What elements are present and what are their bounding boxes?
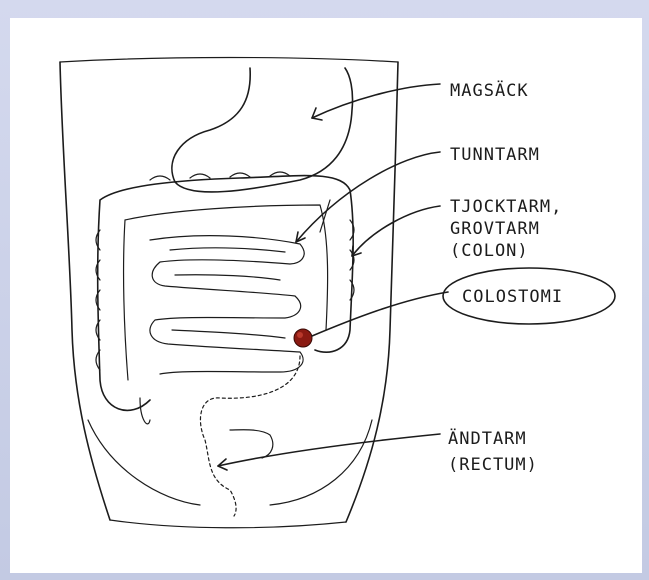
arrow-rectum [218, 434, 440, 466]
label-stomach: MAGSÄCK [450, 80, 529, 101]
pelvis-bottom [110, 520, 346, 528]
label-small-intestine: TUNNTARM [450, 145, 540, 165]
label-large-intestine-2: GROVTARM [450, 219, 540, 239]
hip-right [270, 420, 372, 505]
hip-left [88, 420, 200, 505]
arrow-small-intestine [296, 152, 440, 242]
label-rectum-1: ÄNDTARM [448, 428, 527, 449]
rectum-outline [230, 430, 273, 458]
arrow-colon [352, 206, 440, 256]
colostomy-stoma [294, 329, 312, 347]
stomach-shape [172, 68, 353, 192]
body-outline-left [60, 62, 110, 520]
label-large-intestine-3: (COLON) [450, 241, 529, 261]
small-intestine-loops [150, 236, 304, 374]
sigmoid-dashed [200, 356, 300, 516]
arrow-stomach [312, 84, 440, 118]
label-colostomy: COLOSTOMI [462, 287, 563, 307]
label-rectum-2: (RECTUM) [448, 455, 538, 475]
colon-inner [124, 205, 328, 380]
colon-haustra [96, 172, 354, 370]
colon-outer [98, 176, 353, 411]
stoma-highlight [297, 332, 303, 338]
arrow-colostomy [312, 292, 448, 336]
body-outline-top [60, 58, 398, 63]
label-large-intestine-1: TJOCKTARM, [450, 197, 562, 217]
